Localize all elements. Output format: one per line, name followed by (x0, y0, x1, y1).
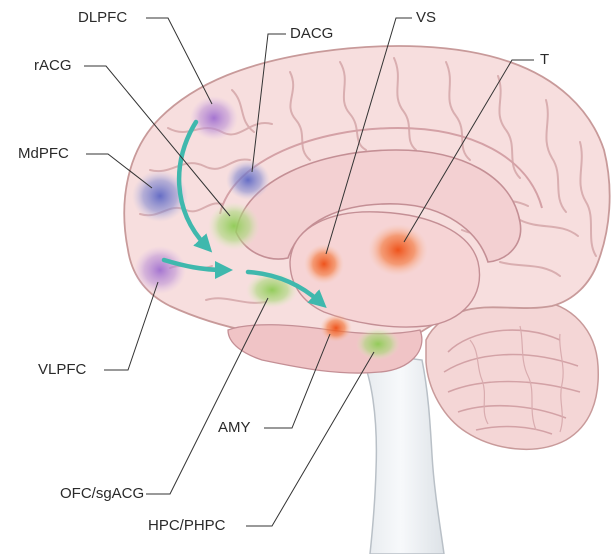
label-amy: AMY (218, 420, 251, 435)
label-dlpfc: DLPFC (78, 10, 127, 25)
dacg-region (226, 160, 270, 200)
label-ofc-sgacg: OFC/sgACG (60, 486, 144, 501)
label-vs: VS (416, 10, 436, 25)
amy-region (320, 314, 352, 342)
vlpfc-region (134, 246, 186, 294)
label-dacg: DACG (290, 26, 333, 41)
label-hpc-phpc: HPC/PHPC (148, 518, 226, 533)
thalamus-region (368, 224, 428, 276)
label-t: T (540, 52, 549, 67)
dlpfc-region (190, 96, 238, 140)
cerebellum (426, 299, 598, 449)
racg-region (208, 202, 260, 250)
label-vlpfc: VLPFC (38, 362, 86, 377)
hpc-phpc-region (356, 328, 400, 360)
vs-region (304, 244, 344, 284)
label-racg: rACG (34, 58, 72, 73)
label-mdpfc: MdPFC (18, 146, 69, 161)
